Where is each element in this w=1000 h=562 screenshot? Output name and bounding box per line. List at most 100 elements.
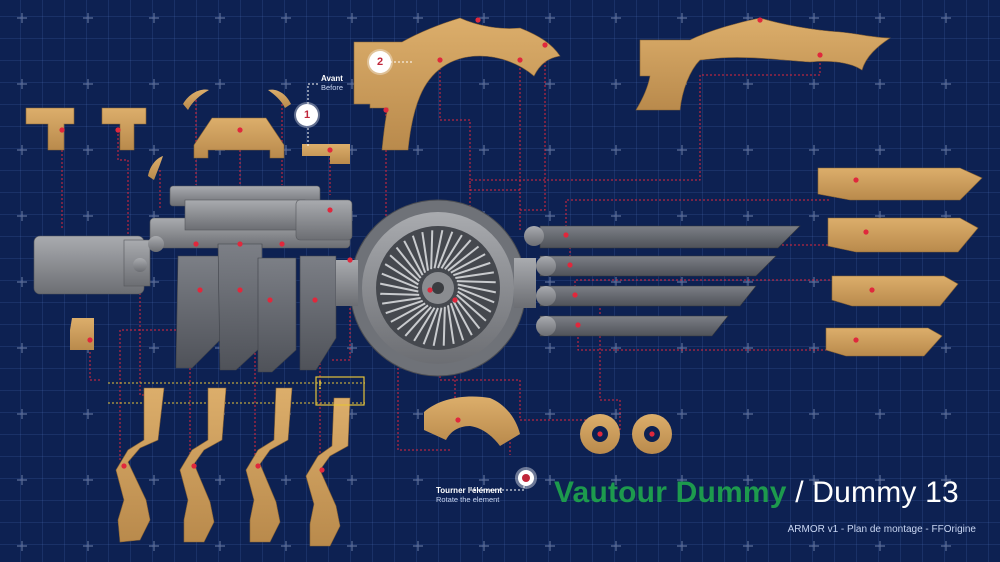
plus-marker-icon: [83, 541, 93, 551]
plus-marker-icon: [281, 475, 291, 485]
turbine-spoke: [404, 306, 432, 337]
plus-marker-icon: [809, 541, 819, 551]
pin-marker: [279, 241, 285, 247]
plus-marker-icon: [611, 541, 621, 551]
leg-armor-parts: [115, 387, 351, 547]
pin-marker: [267, 297, 273, 303]
plus-marker-icon: [941, 475, 951, 485]
plus-marker-icon: [743, 79, 753, 89]
pin-marker: [237, 241, 243, 247]
plus-marker-icon: [611, 475, 621, 485]
plus-marker-icon: [743, 343, 753, 353]
plus-marker-icon: [941, 145, 951, 155]
plus-marker-icon: [413, 145, 423, 155]
plus-marker-icon: [809, 79, 819, 89]
shoulder-tab: [70, 318, 94, 350]
plus-marker-icon: [677, 211, 687, 221]
plus-marker-icon: [149, 79, 159, 89]
plus-marker-icon: [149, 343, 159, 353]
wing-blades: [539, 225, 801, 337]
turbine-spoke: [444, 239, 472, 270]
plus-marker-icon: [677, 343, 687, 353]
plus-marker-icon: [677, 145, 687, 155]
plus-marker-icon: [677, 277, 687, 287]
yellow-guides: [108, 382, 365, 404]
turbine-spoke: [421, 232, 429, 271]
plus-marker-icon: [875, 145, 885, 155]
turbine-spoke: [453, 261, 491, 277]
turbine-assembly: [336, 199, 536, 377]
page-title: Vautour Dummy / Dummy 13: [554, 476, 959, 510]
plus-marker-icon: [413, 541, 423, 551]
pin-marker: [572, 292, 578, 298]
pin-marker: [437, 57, 443, 63]
pin-marker: [383, 107, 389, 113]
pin-marker: [869, 287, 875, 293]
rotate-label-en: Rotate the element: [436, 495, 500, 504]
turbine-spoke: [422, 307, 439, 345]
plus-marker-icon: [17, 13, 27, 23]
back-arch-left: [353, 17, 561, 151]
plus-marker-icon: [941, 541, 951, 551]
plus-marker-icon: [875, 79, 885, 89]
plus-marker-icon: [479, 79, 489, 89]
plus-marker-icon: [281, 13, 291, 23]
pin-marker: [563, 232, 569, 238]
warning-box: [315, 376, 365, 406]
pin-marker: [115, 127, 121, 133]
plus-marker-icon: [413, 475, 423, 485]
plus-marker-icon: [743, 541, 753, 551]
plus-marker-icon: [149, 541, 159, 551]
leg-blades: [175, 243, 337, 373]
plus-marker-icon: [215, 79, 225, 89]
pin-marker: [237, 287, 243, 293]
plus-marker-icon: [743, 145, 753, 155]
pin-marker: [59, 127, 65, 133]
plus-marker-icon: [545, 211, 555, 221]
plus-marker-icon: [545, 277, 555, 287]
rotate-target-icon: [518, 470, 534, 486]
pin-marker: [327, 147, 333, 153]
plus-marker-icon: [743, 475, 753, 485]
pin-marker: [347, 257, 353, 263]
plus-marker-icon: [545, 343, 555, 353]
plus-marker-icon: [809, 277, 819, 287]
pin-marker: [597, 431, 603, 437]
turbine-spoke: [437, 231, 454, 269]
plus-marker-icon: [281, 79, 291, 89]
plus-marker-icon: [149, 277, 159, 287]
turbine-spoke: [456, 280, 496, 284]
back-arch-right: [635, 17, 891, 111]
plus-marker-icon: [941, 409, 951, 419]
turbine-spoke: [442, 306, 446, 346]
turbine-spoke: [455, 271, 494, 279]
plus-marker-icon: [941, 343, 951, 353]
plus-marker-icon: [83, 211, 93, 221]
plus-marker-icon: [413, 409, 423, 419]
plus-marker-icon: [611, 409, 621, 419]
plus-marker-icon: [413, 13, 423, 23]
clip-part-left: [25, 107, 147, 151]
turbine-spoke: [411, 235, 427, 273]
washers: [580, 414, 672, 454]
plus-marker-icon: [479, 541, 489, 551]
plus-marker-icon: [677, 475, 687, 485]
pin-marker: [312, 297, 318, 303]
step-badge-2: 2: [369, 51, 391, 73]
plus-marker-icon: [479, 13, 489, 23]
title-white: Dummy 13: [812, 476, 959, 509]
pin-marker: [757, 17, 763, 23]
pin-marker: [649, 431, 655, 437]
before-label-en: Before: [321, 83, 344, 92]
plus-marker-icon: [83, 409, 93, 419]
plus-marker-icon: [149, 145, 159, 155]
pin-marker: [319, 467, 325, 473]
rotate-label-fr: Tourner l'élément: [436, 486, 503, 495]
turbine-spoke: [403, 240, 424, 276]
plus-marker-icon: [611, 79, 621, 89]
plus-marker-icon: [941, 79, 951, 89]
plus-marker-icon: [347, 13, 357, 23]
plus-marker-icon: [743, 409, 753, 419]
turbine-spoke: [395, 246, 422, 279]
